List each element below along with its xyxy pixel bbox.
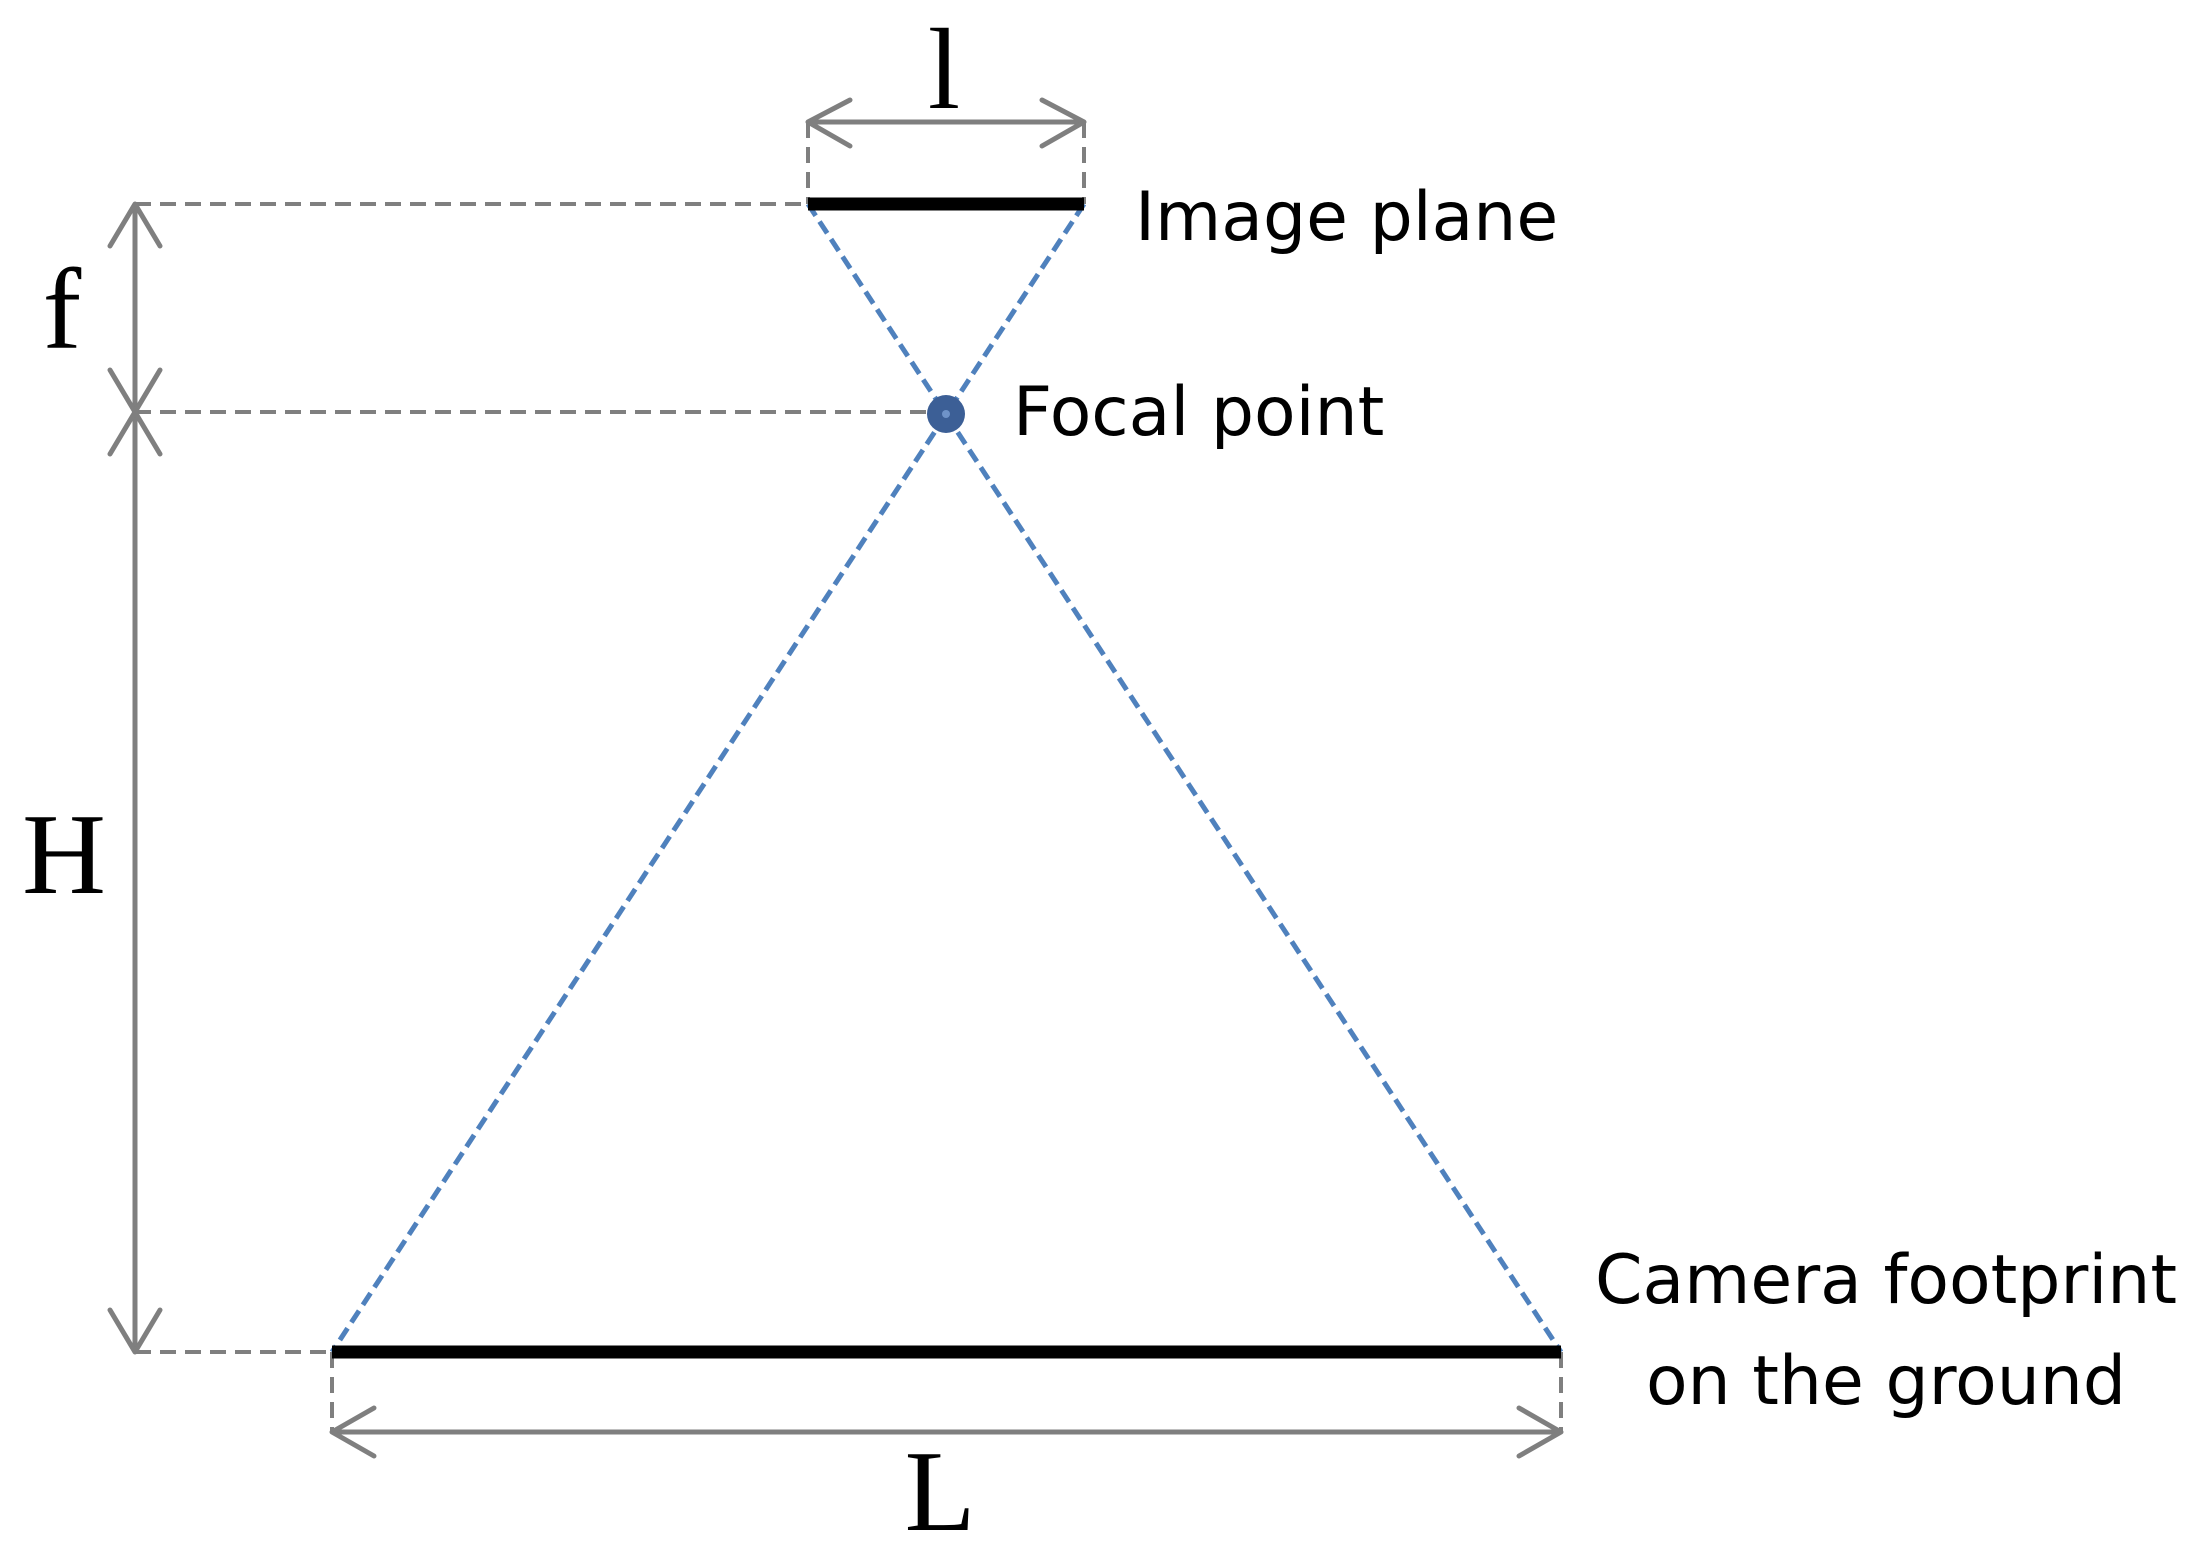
- label-footprint-line2: on the ground: [1646, 1342, 2126, 1421]
- ray-left: [805, 202, 1564, 1354]
- dimension-H: [107, 409, 163, 1355]
- label-height: H: [22, 791, 106, 919]
- label-image-plane: Image plane: [1135, 178, 1558, 257]
- dimension-f: [107, 201, 163, 415]
- label-sensor-width: l: [928, 6, 960, 134]
- ray-right: [329, 202, 1087, 1354]
- dimension-L: [329, 1405, 1564, 1459]
- label-focal-length: f: [43, 246, 82, 374]
- label-focal-point: Focal point: [1013, 373, 1384, 452]
- focal-point-center: [942, 410, 950, 418]
- label-footprint-line1: Camera footprint: [1595, 1241, 2177, 1320]
- label-footprint-width: L: [905, 1428, 976, 1549]
- dimension-l: [805, 97, 1087, 149]
